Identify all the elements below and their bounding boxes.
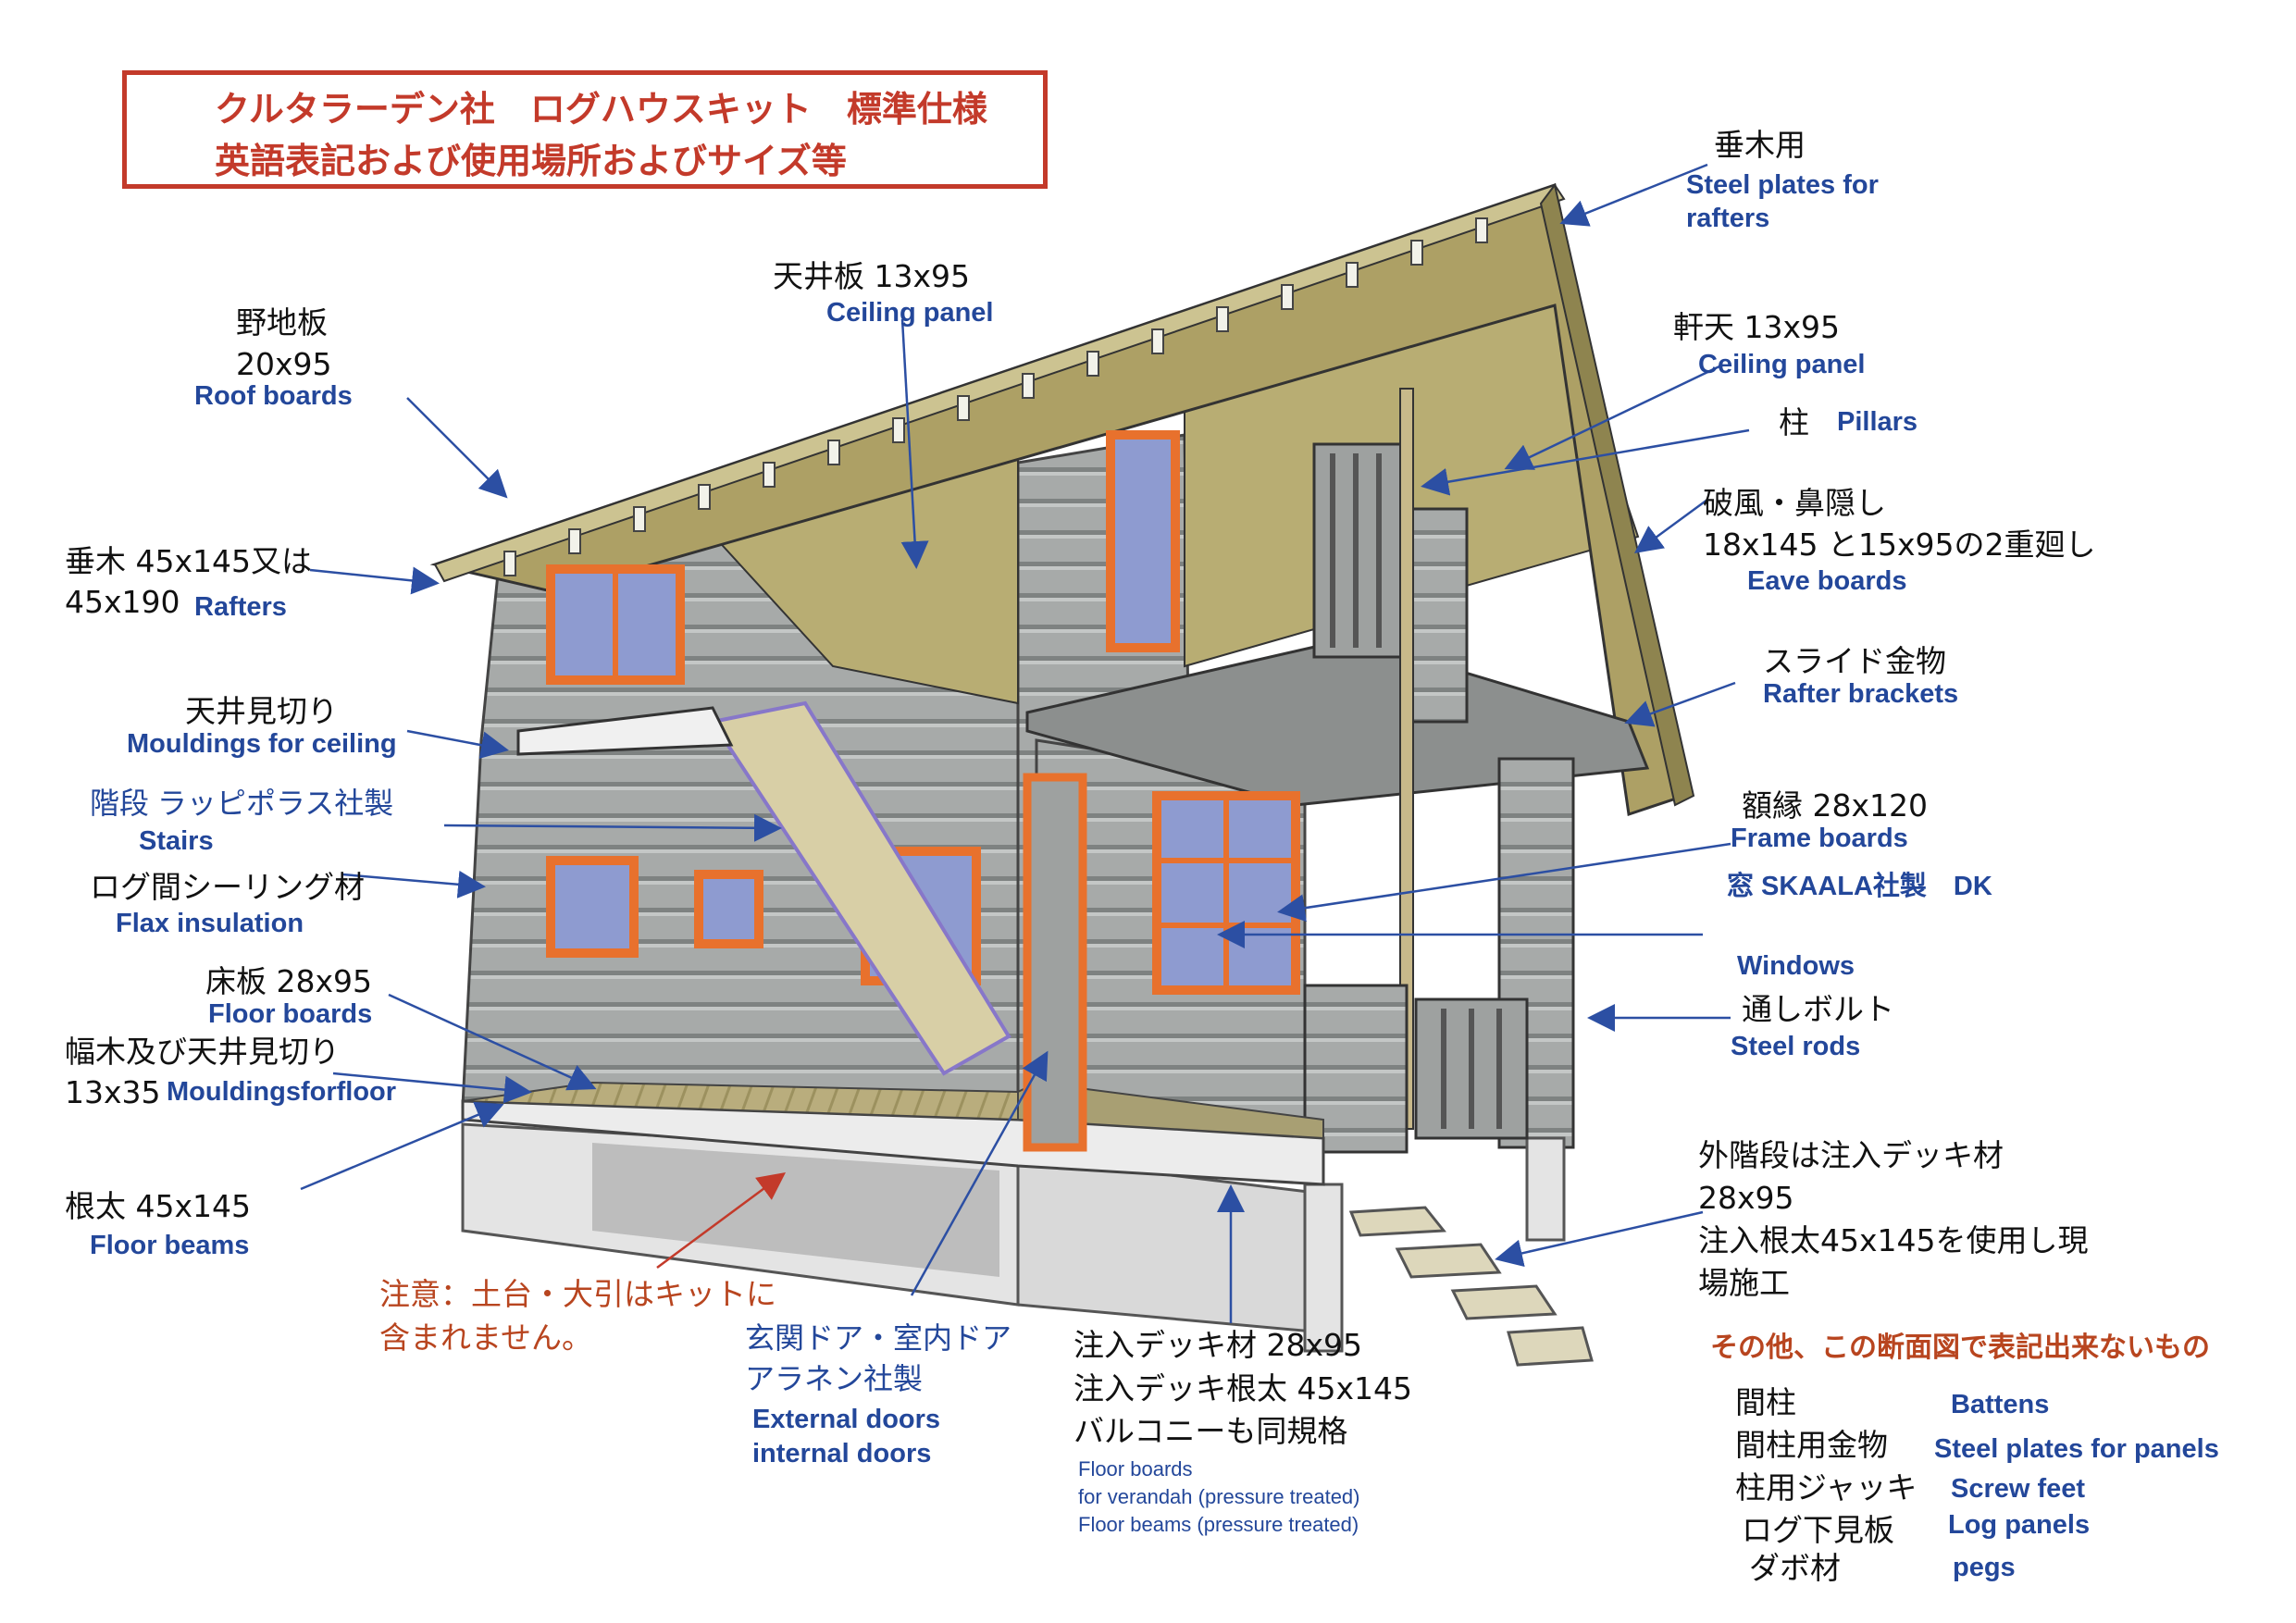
others-item-en: pegs xyxy=(1953,1553,2016,1582)
label-floor-en: Floor boards xyxy=(208,999,373,1029)
label-moulding-ceiling-jp: 天井見切り xyxy=(185,693,338,729)
title-line-1: クルタラーデン社 ログハウスキット 標準仕様 xyxy=(215,89,987,130)
label-stairs-en: Stairs xyxy=(139,826,214,856)
label-flax-en: Flax insulation xyxy=(116,909,304,938)
warning-note-line-2: 含まれません。 xyxy=(379,1319,593,1356)
verandah-railing xyxy=(1303,984,1529,1154)
warning-note-line-1: 注意：土台・大引はキットに xyxy=(379,1276,776,1312)
exterior-stairs xyxy=(1348,1206,1594,1367)
others-item-en: Log panels xyxy=(1948,1510,2091,1540)
label-doors-jp-2: アラネン社製 xyxy=(745,1362,924,1395)
label-rafters-en: Rafters xyxy=(194,592,287,622)
others-item-en: Battens xyxy=(1951,1390,2050,1419)
others-item-jp: 柱用ジャッキ xyxy=(1735,1469,1917,1505)
warning-leader-line xyxy=(656,1172,787,1270)
others-item-en: Steel plates for panels xyxy=(1934,1434,2219,1464)
label-rafter-steel-jp: 垂木用 xyxy=(1714,127,1806,163)
label-eave-jp-1: 破風・鼻隠し xyxy=(1703,485,1886,521)
label-pillar-en: Pillars xyxy=(1837,407,1918,437)
label-beams-jp: 根太 45x145 xyxy=(65,1188,251,1224)
label-rafters-jp-2: 45x190 xyxy=(65,584,180,620)
label-window-jp: 窓 SKAALA社製 DK xyxy=(1727,872,1992,901)
title-line-2: 英語表記および使用場所およびサイズ等 xyxy=(215,141,847,181)
label-eave-en: Eave boards xyxy=(1747,566,1907,596)
label-slide-jp: スライド金物 xyxy=(1763,643,1946,679)
foundation xyxy=(461,1122,1344,1353)
others-item-jp: 間柱用金物 xyxy=(1735,1427,1888,1463)
others-item-jp: 間柱 xyxy=(1735,1384,1796,1420)
interior-stairs xyxy=(516,700,1011,1076)
label-mouldfloor-en: Mouldingsforfloor xyxy=(167,1077,397,1107)
label-roof-jp-2: 20x95 xyxy=(236,346,332,382)
label-deck-jp-2: 注入デッキ根太 45x145 xyxy=(1074,1370,1412,1406)
label-beams-en: Floor beams xyxy=(90,1231,250,1260)
others-item-jp: ダボ材 xyxy=(1749,1550,1841,1586)
label-stairs-jp: 階段 ラッピポラス社製 xyxy=(90,787,394,820)
label-moulding-ceiling-en: Mouldings for ceiling xyxy=(127,729,397,759)
label-ceiling-en: Ceiling panel xyxy=(826,298,994,328)
label-outer-stairs-jp-2: 28x95 xyxy=(1698,1180,1794,1216)
label-outer-stairs-jp-3: 注入根太45x145を使用し現 xyxy=(1698,1222,2089,1258)
label-eave-ceiling-jp: 軒天 13x95 xyxy=(1673,309,1841,345)
label-slide-en: Rafter brackets xyxy=(1763,679,1959,709)
label-flax-jp: ログ間シーリング材 xyxy=(90,869,365,905)
label-mouldfloor-jp-2: 13x35 xyxy=(65,1074,161,1110)
label-outer-stairs-jp-4: 場施工 xyxy=(1698,1265,1790,1301)
label-mouldfloor-jp-1: 幅木及び天井見切り xyxy=(65,1034,340,1070)
label-rafter-steel-en-1: Steel plates for xyxy=(1686,170,1879,200)
others-item-en: Screw feet xyxy=(1951,1474,2086,1504)
title-box: クルタラーデン社 ログハウスキット 標準仕様 英語表記および使用場所およびサイズ… xyxy=(122,70,1048,189)
label-floor-jp: 床板 28x95 xyxy=(205,963,373,999)
label-roof-en: Roof boards xyxy=(194,381,353,411)
label-rafter-steel-en-2: rafters xyxy=(1686,204,1770,233)
label-frame-jp: 額縁 28x120 xyxy=(1742,787,1928,824)
leader-lines xyxy=(300,163,1750,1323)
others-heading: その他、この断面図で表記出来ないもの xyxy=(1710,1332,2210,1364)
label-doors-en-1: External doors xyxy=(752,1405,941,1434)
label-ceiling-jp: 天井板 13x95 xyxy=(773,258,971,294)
others-item-jp: ログ下見板 xyxy=(1742,1512,1894,1548)
label-windows-en: Windows xyxy=(1737,951,1855,981)
label-deck-jp-1: 注入デッキ材 28x95 xyxy=(1074,1327,1363,1363)
label-deck-en-2: for verandah (pressure treated) xyxy=(1078,1485,1360,1508)
label-rafters-jp-1: 垂木 45x145又は xyxy=(65,543,312,579)
doors xyxy=(1023,773,1087,1152)
label-deck-en-3: Floor beams (pressure treated) xyxy=(1078,1513,1359,1536)
label-pillar-jp: 柱 xyxy=(1779,404,1809,440)
label-frame-en: Frame boards xyxy=(1731,824,1908,853)
label-deck-jp-3: バルコニーも同規格 xyxy=(1074,1413,1348,1449)
label-doors-en-2: internal doors xyxy=(752,1439,932,1468)
floor-deck xyxy=(461,1081,1325,1186)
label-doors-jp-1: 玄関ドア・室内ドア xyxy=(745,1321,1012,1355)
label-steelrod-jp: 通しボルト xyxy=(1742,991,1894,1027)
label-roof-jp-1: 野地板 xyxy=(236,304,328,341)
rafter-ends xyxy=(503,217,1488,576)
balcony xyxy=(1025,388,1650,1242)
label-eave-jp-2: 18x145 と15x95の2重廻し xyxy=(1703,527,2096,563)
label-steelrod-en: Steel rods xyxy=(1731,1032,1861,1061)
window-mullions xyxy=(613,569,1296,990)
label-outer-stairs-jp-1: 外階段は注入デッキ材 xyxy=(1698,1137,2004,1173)
label-deck-en-1: Floor boards xyxy=(1078,1457,1193,1481)
label-eave-ceiling-en: Ceiling panel xyxy=(1698,350,1866,379)
